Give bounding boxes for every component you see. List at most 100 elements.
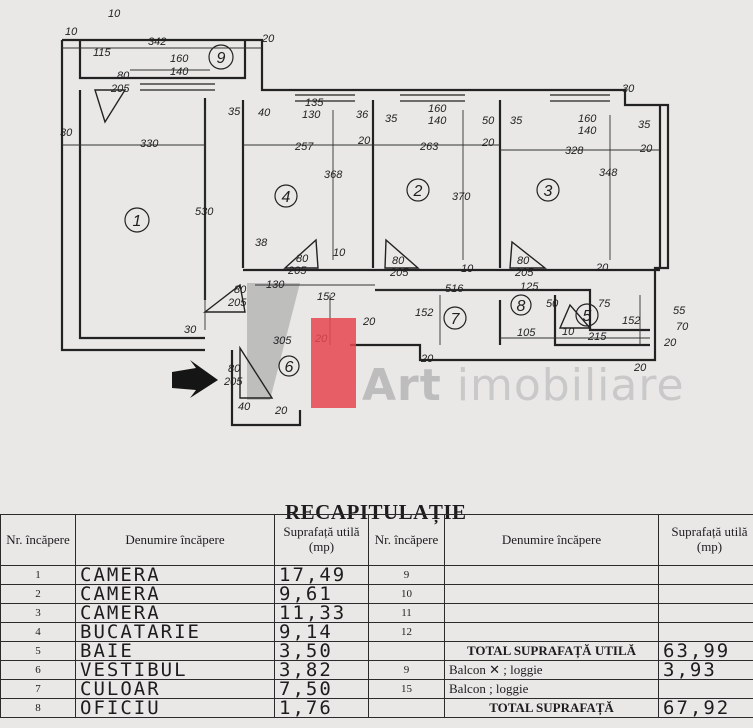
dim: 20 [481,137,495,149]
door-swing-2 [384,238,420,269]
dim: 10 [562,326,575,338]
header-nr-right: Nr. încăpere [368,514,445,566]
table-header-row: Nr. încăpere Denumire încăpere Suprafață… [0,514,753,566]
cell-area: 3,82 [274,660,369,680]
dim: 205 [514,267,534,279]
cell-name: BAIE [75,641,275,661]
dim: 130 [302,109,321,121]
room-label-8: 8 [517,298,526,315]
dim: 40 [258,107,271,119]
door-swing-5 [558,303,592,329]
table-row: 1 CAMERA 17,49 9 [0,565,753,585]
door-swing-4 [283,238,319,269]
dim: 205 [287,265,307,277]
door-swing-3 [509,240,548,269]
entry-walls [230,350,302,427]
dim: 205 [110,83,130,95]
cell-nr: 1 [0,565,76,585]
cell-name: CAMERA [75,565,275,585]
cell-nr: 8 [0,698,76,718]
dim: 105 [517,327,536,339]
recap-table: Nr. încăpere Denumire încăpere Suprafață… [0,514,753,718]
dim: 80 [228,363,241,375]
dim: 10 [65,26,78,38]
cell-nr: 5 [0,641,76,661]
cell-area: 3,93 [658,660,753,680]
watermark-brand: Art imobiliare [362,360,685,411]
dim: 205 [389,267,409,279]
cell-nr: 11 [368,603,445,623]
dim: 70 [676,321,689,333]
dim: 530 [195,206,214,218]
header-name-right: Denumire încăpere [444,514,659,566]
cell-area: 11,33 [274,603,369,623]
cell-name [444,565,659,585]
dim: 80 [517,255,530,267]
table-row: 8 OFICIU 1,76 TOTAL SUPRAFAȚĂ 67,92 [0,698,753,718]
outer-wall-left [60,40,205,352]
total-area-label: TOTAL SUPRAFAȚĂ [444,698,659,718]
dim: 20 [362,316,376,328]
dim: 152 [622,315,640,327]
entry-arrow-icon [172,360,218,398]
outer-wall-bottom [350,343,620,362]
dim: 10 [333,247,346,259]
room-label-2: 2 [413,183,423,200]
header-area: Suprafață utilă (mp) [274,514,369,566]
floor-plan: 1 2 3 4 5 6 7 8 9 10 342 20 115 10 160 1… [60,8,689,427]
cell-nr: 9 [368,660,445,680]
dim: 38 [255,237,268,249]
table-row: 2 CAMERA 9,61 10 [0,584,753,604]
watermark-logo-mark [311,318,356,408]
dim: 135 [305,97,324,109]
cell-area [658,603,753,623]
cell-nr: 12 [368,622,445,642]
dim: 36 [356,109,369,121]
cell-name [444,584,659,604]
room-label-9: 9 [217,50,226,67]
dim: 330 [140,138,159,150]
dim: 20 [261,33,275,45]
dim: 152 [415,307,433,319]
dim: 160 [170,53,189,65]
dim: 80 [117,70,130,82]
dim: 75 [598,298,611,310]
cell-nr: 6 [0,660,76,680]
table-row: 7 CULOAR 7,50 15 Balcon ; loggie [0,679,753,699]
dim: 35 [638,119,651,131]
dim: 370 [452,191,471,203]
dim: 215 [587,331,607,343]
dim: 305 [273,335,292,347]
cell-nr: 15 [368,679,445,699]
dim: 40 [238,401,251,413]
cell-area [658,622,753,642]
dim: 152 [317,291,335,303]
dim: 80 [234,284,247,296]
dim: 20 [420,353,434,365]
cell-area: 1,76 [274,698,369,718]
dim: 20 [663,337,677,349]
dim: 140 [578,125,597,137]
dim: 20 [357,135,371,147]
dim: 30 [60,127,73,139]
room-label-4: 4 [282,189,291,206]
table-row: 4 BUCATARIE 9,14 12 [0,622,753,642]
room-label-5: 5 [583,308,592,325]
cell-area [658,679,753,699]
cell-name: Balcon ; loggie [444,679,659,699]
dim: 328 [565,145,584,157]
wall-bath [553,295,650,347]
dim: 20 [639,143,653,155]
total-usable-label: TOTAL SUPRAFAȚĂ UTILĂ [444,641,659,661]
header-area-right: Suprafață utilă (mp) [658,514,753,566]
dim: 30 [184,324,197,336]
table-row: 6 VESTIBUL 3,82 9 Balcon ✕ ; loggie 3,93 [0,660,753,680]
cell-name: CAMERA [75,603,275,623]
cell-area: 9,61 [274,584,369,604]
cell-area: 7,50 [274,679,369,699]
table-row: 5 BAIE 3,50 TOTAL SUPRAFAȚĂ UTILĂ 63,99 [0,641,753,661]
dim: 115 [93,47,111,59]
cell-area [658,584,753,604]
wall-room1 [78,90,205,340]
dim: 130 [266,279,285,291]
